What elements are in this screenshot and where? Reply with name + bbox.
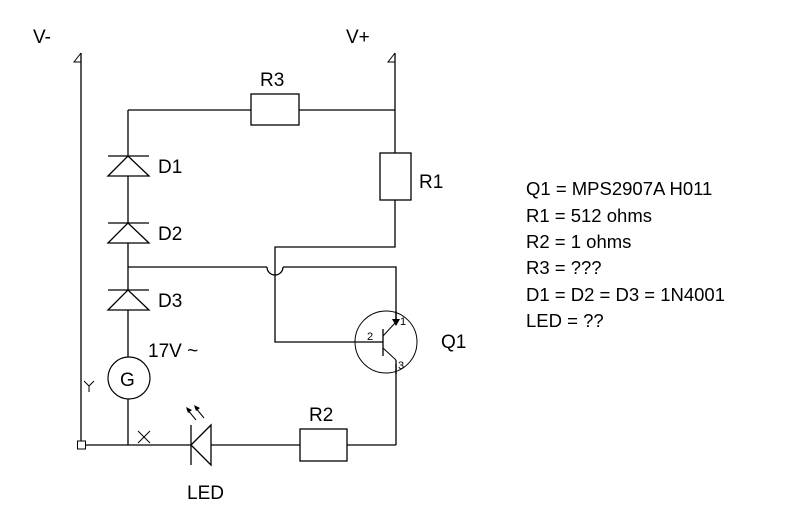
label-d3: D3 [158, 291, 182, 312]
led [186, 405, 212, 467]
label-d1: D1 [158, 157, 182, 178]
label-q1: Q1 [441, 332, 466, 353]
transistor-body [354, 310, 418, 374]
spec-line: R3 = ??? [526, 257, 602, 278]
rail-label-positive: V+ [346, 27, 370, 48]
label-r3: R3 [260, 70, 284, 91]
pin-label-2: 2 [367, 331, 373, 343]
transistor-q1: 1 2 3 [354, 310, 418, 374]
diode-d1 [106, 155, 151, 177]
wire-crossover-hump [266, 266, 284, 276]
pin-label-3: 3 [398, 360, 404, 372]
component-spec-list: Q1 = MPS2907A H011 R1 = 512 ohms R2 = 1 … [526, 178, 725, 331]
diode-d2 [106, 222, 151, 244]
ground-node-square [77, 440, 86, 450]
generator-g: G [107, 356, 151, 400]
label-g: G [120, 370, 135, 391]
rail-label-negative: V- [33, 27, 51, 48]
diode-d3 [106, 289, 151, 311]
x-marker-icon [137, 430, 151, 444]
positive-rail [386, 52, 396, 153]
spec-line: R2 = 1 ohms [526, 231, 631, 252]
diode-string: D1 D2 D3 [106, 110, 182, 357]
pin-label-1: 1 [400, 316, 406, 328]
y-marker-icon [83, 380, 95, 392]
resistor-r1 [379, 152, 412, 201]
emitter-wire [128, 266, 397, 320]
spec-line: Q1 = MPS2907A H011 [526, 178, 712, 199]
resistor-r3 [250, 93, 300, 126]
top-branch: R3 [128, 70, 395, 126]
spec-line: LED = ?? [526, 310, 604, 331]
label-led: LED [187, 483, 224, 504]
spec-line: D1 = D2 = D3 = 1N4001 [526, 284, 725, 305]
port-flag-icon [386, 52, 396, 63]
wire [274, 200, 396, 343]
generator-voltage-label: 17V ~ [148, 341, 198, 362]
negative-rail [72, 52, 95, 450]
label-r2: R2 [309, 405, 333, 426]
light-emission-arrows-icon [186, 405, 205, 421]
resistor-r2 [299, 428, 348, 462]
label-r1: R1 [419, 172, 443, 193]
spec-line: R1 = 512 ohms [526, 205, 652, 226]
emitter-arrow-icon [392, 319, 400, 326]
port-flag-icon [72, 52, 82, 63]
label-d2: D2 [158, 224, 182, 245]
resistor-r1-group: R1 [274, 152, 443, 343]
resistor-r2-group: R2 [299, 405, 348, 462]
